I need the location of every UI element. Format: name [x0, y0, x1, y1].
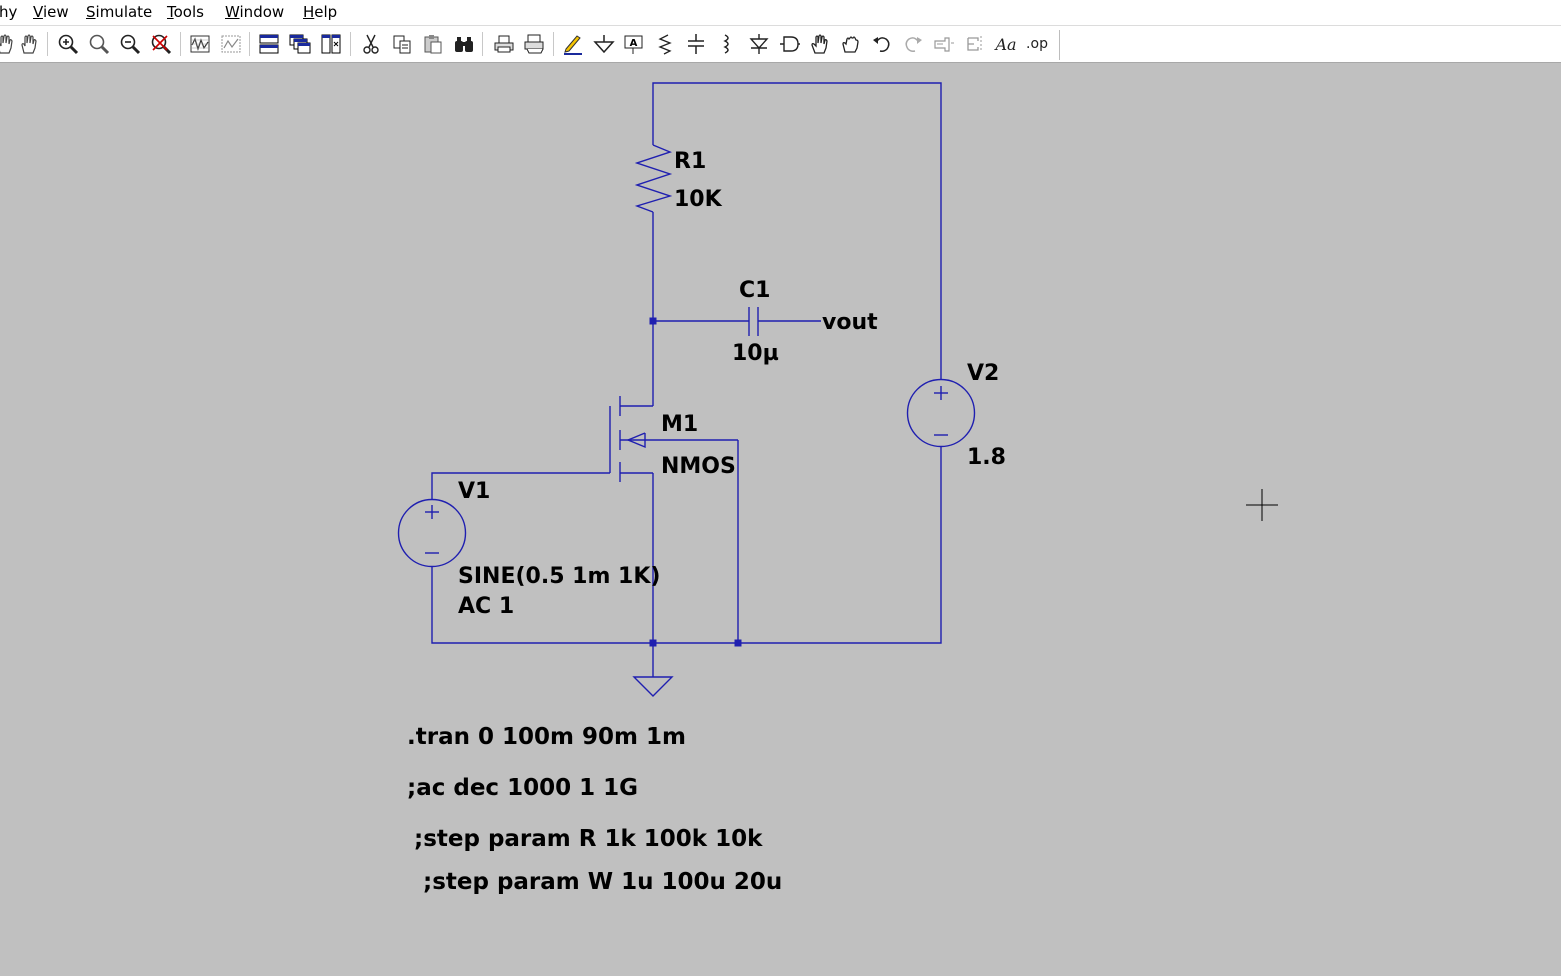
menu-hierarchy[interactable]: hy	[0, 3, 18, 21]
cascade-icon[interactable]	[287, 30, 313, 58]
directive-step-w[interactable]: ;step param W 1u 100u 20u	[423, 869, 783, 895]
r1-value[interactable]: 10K	[674, 187, 722, 212]
toolbar-separator	[553, 32, 554, 56]
nmos-m1-arrow	[626, 432, 646, 449]
zoom-area-icon[interactable]	[86, 30, 112, 58]
m1-name[interactable]: M1	[661, 412, 699, 437]
svg-text:A: A	[630, 38, 638, 49]
toolbar-separator	[180, 32, 181, 56]
voltage-source-v1[interactable]	[397, 498, 467, 568]
toolbar-separator	[249, 32, 250, 56]
junction-node-drain	[649, 317, 657, 325]
rotate-icon[interactable]	[931, 30, 957, 58]
text-icon-label: Aa	[995, 34, 1017, 54]
menu-help[interactable]: Help	[303, 3, 338, 21]
print-setup-icon[interactable]	[521, 30, 547, 58]
wire-ground-bus[interactable]	[431, 447, 942, 644]
v1-value-ac[interactable]: AC 1	[458, 594, 515, 619]
directive-tran[interactable]: .tran 0 100m 90m 1m	[407, 724, 686, 750]
c1-name[interactable]: C1	[739, 278, 771, 303]
inductor-icon[interactable]	[714, 30, 740, 58]
label-net-icon[interactable]: A	[621, 30, 647, 58]
drag-hand-icon[interactable]	[838, 30, 864, 58]
waveform-window-icon[interactable]	[218, 30, 244, 58]
schematic-canvas[interactable]: R1 10K C1 10µ vout M1 NMOS V2 1.8 V1 SIN…	[0, 63, 1561, 976]
toolbar-separator	[350, 32, 351, 56]
text-icon[interactable]: Aa	[993, 30, 1019, 58]
directive-ac[interactable]: ;ac dec 1000 1 1G	[407, 775, 638, 801]
spice-directive-label: .op	[1026, 36, 1048, 52]
diode-icon[interactable]	[746, 30, 772, 58]
undo-icon[interactable]	[869, 30, 895, 58]
m1-model[interactable]: NMOS	[661, 454, 736, 479]
menu-bar: hy View Simulate Tools Window Help	[0, 0, 1561, 26]
toolbar-divider	[1059, 30, 1060, 60]
copy-icon[interactable]	[389, 30, 415, 58]
cut-icon[interactable]	[358, 30, 384, 58]
junction-node-gnd	[649, 639, 657, 647]
c1-value[interactable]: 10µ	[732, 341, 779, 366]
toolbar-separator	[47, 32, 48, 56]
wire-gate-v1[interactable]	[431, 472, 610, 499]
pan-hand-icon[interactable]	[0, 30, 18, 58]
resistor-icon[interactable]	[652, 30, 678, 58]
v1-name[interactable]: V1	[458, 479, 491, 504]
menu-tools[interactable]: Tools	[167, 3, 204, 21]
capacitor-icon[interactable]	[683, 30, 709, 58]
v2-name[interactable]: V2	[967, 361, 1000, 386]
zoom-out-icon[interactable]	[117, 30, 143, 58]
paste-icon[interactable]	[420, 30, 446, 58]
menu-simulate[interactable]: Simulate	[86, 3, 153, 21]
net-label-vout[interactable]: vout	[822, 310, 878, 335]
menu-window[interactable]: Window	[225, 3, 285, 21]
tile-horizontal-icon[interactable]	[256, 30, 282, 58]
zoom-in-icon[interactable]	[55, 30, 81, 58]
toolbar-separator	[482, 32, 483, 56]
r1-name[interactable]: R1	[674, 149, 707, 174]
pan-hand-icon[interactable]	[16, 30, 42, 58]
mirror-icon[interactable]	[962, 30, 988, 58]
menu-view[interactable]: View	[33, 3, 69, 21]
print-icon[interactable]	[491, 30, 517, 58]
redo-icon[interactable]	[900, 30, 926, 58]
v1-value-sine[interactable]: SINE(0.5 1m 1K)	[458, 564, 661, 589]
wire-pencil-icon[interactable]	[560, 30, 586, 58]
schematic-drawing	[397, 82, 1278, 697]
resistor-r1[interactable]	[634, 144, 673, 213]
directive-step-r[interactable]: ;step param R 1k 100k 10k	[414, 826, 763, 852]
junction-node-body	[734, 639, 742, 647]
move-hand-icon[interactable]	[807, 30, 833, 58]
zoom-fit-icon[interactable]	[148, 30, 174, 58]
voltage-source-v2[interactable]	[906, 378, 976, 448]
tile-vertical-icon[interactable]	[318, 30, 344, 58]
v2-value[interactable]: 1.8	[967, 445, 1006, 470]
waveform-icon[interactable]	[187, 30, 213, 58]
component-icon[interactable]	[777, 30, 803, 58]
wire-vdd[interactable]	[652, 82, 942, 380]
spice-directive-icon[interactable]: .op	[1024, 30, 1050, 58]
ground-icon[interactable]	[591, 30, 617, 58]
ground-symbol[interactable]	[632, 676, 674, 697]
find-icon[interactable]	[451, 30, 477, 58]
